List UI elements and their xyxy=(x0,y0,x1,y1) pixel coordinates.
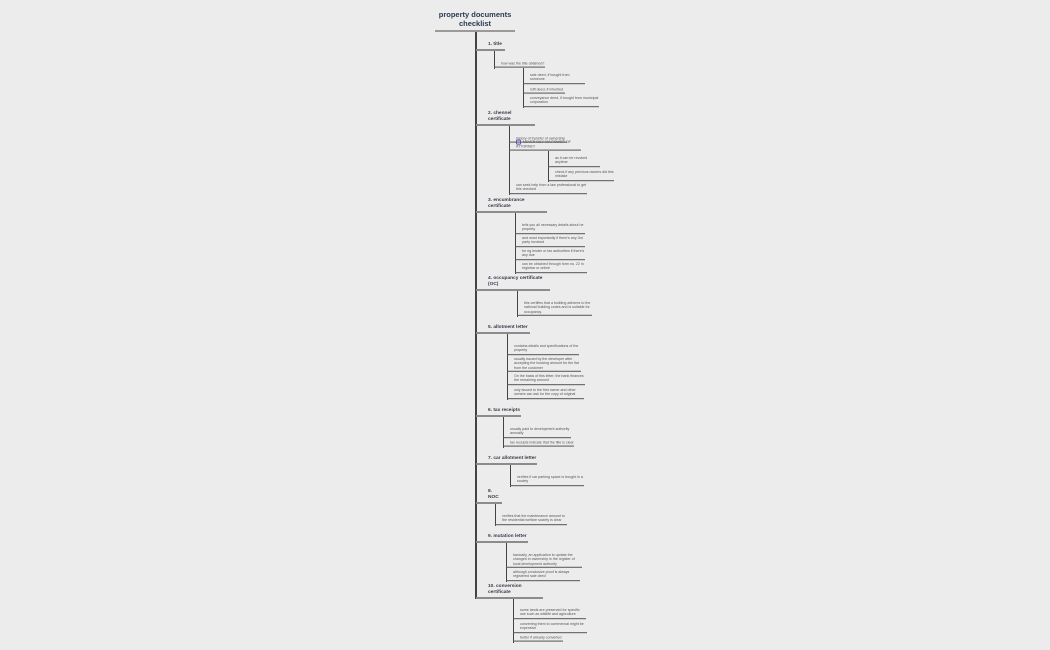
branch-heading[interactable]: 8. NOC xyxy=(476,489,502,504)
branch-node[interactable]: for eg lender or tax authorities if ther… xyxy=(515,249,585,260)
node-text: tax receipts indicate that the title is … xyxy=(510,440,574,445)
node-text: 6. tax receipts xyxy=(488,408,520,413)
branch-heading[interactable]: 1. title xyxy=(476,42,505,51)
branch-node[interactable]: conveyance deed, if bought from municipa… xyxy=(523,96,599,107)
connector-line xyxy=(494,51,495,69)
branch-heading[interactable]: 7. car allotment letter xyxy=(476,456,537,465)
branch-node[interactable]: On the basis of this letter, the bank fi… xyxy=(507,374,585,385)
node-text: converting them to commercial might be e… xyxy=(520,622,584,631)
branch-heading[interactable]: 6. tax receipts xyxy=(476,408,521,417)
node-text: conveyance deed, if bought from municipa… xyxy=(530,96,599,105)
node-text: 8. NOC xyxy=(488,489,499,500)
branch-node[interactable]: how was the title obtained? xyxy=(494,62,545,68)
connector-line xyxy=(513,599,514,643)
node-text: NEVER BUY VIA POWER OF ATTORNEY xyxy=(516,140,571,149)
node-text: verifies that the maintenance amount to … xyxy=(502,514,565,523)
node-text: for eg lender or tax authorities if ther… xyxy=(522,249,585,258)
node-text: sale deed, if bought from someone xyxy=(530,73,570,82)
branch-node[interactable]: only issued to the first owner and other… xyxy=(507,388,584,399)
node-text: as it can be revoked anytime xyxy=(555,156,588,165)
branch-node[interactable]: verifies if car parking space is bought … xyxy=(510,475,584,486)
map-title[interactable]: property documents checklist xyxy=(438,10,512,28)
connector-line xyxy=(515,213,516,274)
branch-node[interactable]: although conclusive proof is always regi… xyxy=(506,570,580,581)
branch-node[interactable]: usually paid to development authority an… xyxy=(503,427,571,438)
node-text: better if already converted xyxy=(520,635,562,640)
node-text: how was the title obtained? xyxy=(501,61,545,66)
node-text: 3. encumbrance certificate xyxy=(488,198,525,209)
branch-node[interactable]: this certifies that a building adheres t… xyxy=(517,301,592,316)
node-text: verifies if car parking space is bought … xyxy=(517,475,583,484)
branch-node[interactable]: and most importantly if there's any 3rd … xyxy=(515,236,585,247)
node-text: 7. car allotment letter xyxy=(488,456,537,461)
node-text: 4. occupancy certificate (OC) xyxy=(488,276,543,287)
branch-node[interactable]: basically, an application to update the … xyxy=(506,553,582,568)
branch-node[interactable]: converting them to commercial might be e… xyxy=(513,622,587,633)
branch-heading[interactable]: 3. encumbrance certificate xyxy=(476,198,547,213)
node-text: some lands are preserved for specific us… xyxy=(520,608,580,617)
branch-node[interactable]: can seek help from a law professional to… xyxy=(509,183,587,194)
node-text: contains details and specifications of t… xyxy=(514,344,579,353)
node-text: 5. allotment letter xyxy=(488,325,528,330)
node-text: 2. chennel certificate xyxy=(488,111,512,122)
connector-line xyxy=(510,465,511,487)
node-text: history of transfer of ownership xyxy=(516,136,566,141)
connector-line xyxy=(509,126,510,195)
title-underline xyxy=(435,30,515,32)
connector-line xyxy=(495,504,496,526)
branch-node[interactable]: Gift deed, if inherited xyxy=(523,88,565,94)
branch-heading[interactable]: 2. chennel certificate xyxy=(476,111,535,126)
branch-heading[interactable]: 4. occupancy certificate (OC) xyxy=(476,276,550,291)
node-text: and most importantly if there's any 3rd … xyxy=(522,236,583,245)
node-text: 1. title xyxy=(488,42,502,47)
branch-node[interactable]: some lands are preserved for specific us… xyxy=(513,608,586,619)
branch-node[interactable]: tax receipts indicate that the title is … xyxy=(503,441,574,447)
branch-heading[interactable]: 5. allotment letter xyxy=(476,325,530,334)
branch-heading[interactable]: 10. conversion certificate xyxy=(476,584,543,599)
node-text: can be obtained through form no. 22 in r… xyxy=(522,262,584,271)
node-text: can seek help from a law professional to… xyxy=(516,183,587,192)
node-text: On the basis of this letter, the bank fi… xyxy=(514,374,584,383)
node-text: this certifies that a building adheres t… xyxy=(524,300,591,314)
node-text: 10. conversion certificate xyxy=(488,584,522,595)
connector-line xyxy=(503,417,504,448)
branch-node[interactable]: contains details and specifications of t… xyxy=(507,344,579,355)
branch-heading[interactable]: 9. mutation letter xyxy=(476,534,528,543)
branch-node[interactable]: as it can be revoked anytime xyxy=(548,156,600,167)
node-text: basically, an application to update the … xyxy=(513,552,575,566)
node-text: only issued to the first owner and other… xyxy=(514,388,576,397)
node-text: 9. mutation letter xyxy=(488,534,527,539)
connector-line xyxy=(523,68,524,108)
node-text: check if any previous owners did this mi… xyxy=(555,170,614,179)
node-text: usually paid to development authority an… xyxy=(510,427,570,436)
connector-line xyxy=(507,334,508,400)
branch-node[interactable]: NEVER BUY VIA POWER OF ATTORNEY xyxy=(509,139,581,151)
node-text: tells you all necessary details about he… xyxy=(522,223,584,232)
branch-node[interactable]: check if any previous owners did this mi… xyxy=(548,170,614,181)
node-text: Gift deed, if inherited xyxy=(530,87,564,92)
branch-node[interactable]: history of transfer of ownership xyxy=(509,137,567,143)
trunk-line xyxy=(475,32,477,599)
connector-line xyxy=(506,543,507,582)
branch-node[interactable]: tells you all necessary details about he… xyxy=(515,223,585,234)
node-text: usually issued by the developer after ac… xyxy=(514,356,579,370)
branch-node[interactable]: verifies that the maintenance amount to … xyxy=(495,514,567,525)
branch-node[interactable]: sale deed, if bought from someone xyxy=(523,73,585,84)
branch-node[interactable]: better if already converted xyxy=(513,636,563,642)
branch-node[interactable]: can be obtained through form no. 22 in r… xyxy=(515,262,587,273)
branch-node[interactable]: usually issued by the developer after ac… xyxy=(507,357,581,372)
node-text: although conclusive proof is always regi… xyxy=(513,570,570,579)
connector-line xyxy=(517,291,518,317)
